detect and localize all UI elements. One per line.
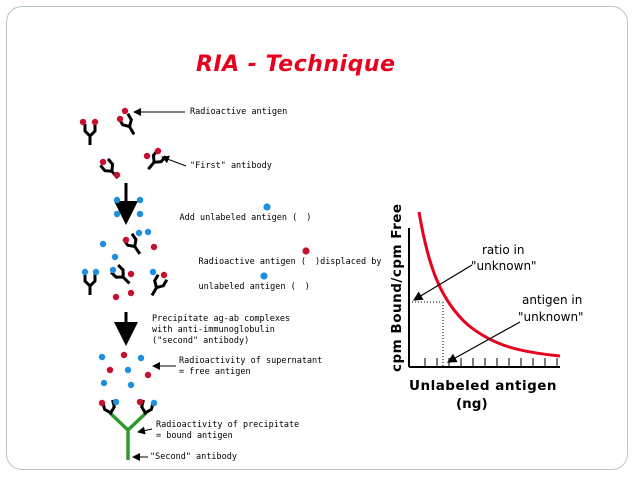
annotation-antigen-line2: "unknown" xyxy=(518,310,584,324)
unlabeled-antigen-legend-dot xyxy=(260,272,268,280)
slide-title: RIA - Technique xyxy=(196,52,396,77)
label-add-unlabeled-end: ) xyxy=(306,212,312,223)
annotation-pointer-antigen xyxy=(446,321,521,363)
radioactive-antigen-dot xyxy=(113,171,121,179)
radioactive-antigen-dot xyxy=(98,399,106,407)
radioactive-antigen-dot xyxy=(79,118,87,126)
label-displaced-2-text: unlabeled antigen ( xyxy=(198,281,296,292)
label-second-antibody: "Second" antibody xyxy=(150,452,237,462)
annotation-pointer-ratio xyxy=(412,264,473,301)
pointer-line xyxy=(161,155,187,167)
unlabeled-antigen-dot xyxy=(149,268,157,276)
annotation-ratio-line1: ratio in xyxy=(482,243,524,257)
radioactive-antigen-dot xyxy=(106,366,114,374)
label-radioactive-antigen: Radioactive antigen xyxy=(190,107,288,117)
graph-ylabel: cpm Bound/cpm Free xyxy=(389,203,405,372)
unlabeled-antigen-dot xyxy=(100,379,108,387)
antibody-icon xyxy=(150,273,169,297)
unlabeled-antigen-dot xyxy=(113,196,121,204)
radioactive-antigen-dot xyxy=(127,270,135,278)
unlabeled-antigen-dot xyxy=(144,228,152,236)
label-precipitate-2: with anti-immunoglobulin xyxy=(152,325,275,335)
x-axis-ticks xyxy=(424,358,558,367)
graph-xlabel-line1: Unlabeled antigen xyxy=(409,378,557,394)
label-precipitate-3: ("second" antibody) xyxy=(152,336,250,346)
unlabeled-antigen-dot xyxy=(150,399,158,407)
antibody-icon xyxy=(117,112,136,136)
unlabeled-antigen-dot xyxy=(109,266,117,274)
graph-xlabel-line2: (ng) xyxy=(456,396,488,412)
slide-frame xyxy=(6,6,628,470)
label-displaced-1-text: Radioactive antigen ( xyxy=(198,256,306,267)
antibody-icon xyxy=(83,274,97,295)
label-displaced-2: unlabeled antigen () xyxy=(178,271,310,303)
label-displaced-1-end: )displaced by xyxy=(314,256,382,267)
pointer-line xyxy=(137,426,153,435)
radioactive-antigen-dot xyxy=(116,115,124,123)
unlabeled-antigen-dot xyxy=(92,268,100,276)
label-precipitate-radio-2: = bound antigen xyxy=(156,431,233,441)
antibody-icon xyxy=(83,124,97,145)
radioactive-antigen-dot xyxy=(160,271,168,279)
unlabeled-antigen-dot xyxy=(98,353,106,361)
radioactive-antigen-dot xyxy=(154,147,162,155)
radioactive-antigen-dot xyxy=(150,243,158,251)
radioactive-antigen-dot xyxy=(121,107,129,115)
unlabeled-antigen-dot xyxy=(137,354,145,362)
radioactive-antigen-dot xyxy=(99,158,107,166)
label-displaced-1: Radioactive antigen ( )displaced by xyxy=(178,246,381,278)
radioactive-antigen-dot xyxy=(143,152,151,160)
unlabeled-antigen-dot xyxy=(136,196,144,204)
annotation-antigen-line1: antigen in xyxy=(522,293,582,307)
radioactive-antigen-dot xyxy=(127,289,135,297)
unlabeled-antigen-legend-dot xyxy=(263,203,271,211)
standard-curve xyxy=(417,211,561,358)
unlabeled-antigen-dot xyxy=(81,268,89,276)
unlabeled-antigen-dot xyxy=(111,253,119,261)
label-supernatant-1: Radioactivity of supernatant xyxy=(179,356,323,366)
label-displaced-2-end: ) xyxy=(304,281,310,292)
annotation-ratio-line2: "unknown" xyxy=(471,259,537,273)
unlabeled-antigen-dot xyxy=(113,210,121,218)
radioactive-antigen-dot xyxy=(144,371,152,379)
label-precipitate-radio-1: Radioactivity of precipitate xyxy=(156,420,300,430)
unlabeled-antigen-dot xyxy=(99,240,107,248)
radioactive-antigen-dot xyxy=(122,236,130,244)
antibody-icon xyxy=(140,399,155,415)
antibody-icon xyxy=(101,399,116,415)
label-first-antibody: "First" antibody xyxy=(190,161,272,171)
radioactive-antigen-dot xyxy=(136,398,144,406)
label-supernatant-2: = free antigen xyxy=(179,367,251,377)
label-precipitate-1: Precipitate ag-ab complexes xyxy=(152,314,291,324)
label-add-unlabeled-text: Add unlabeled antigen ( xyxy=(179,212,298,223)
label-add-unlabeled: Add unlabeled antigen () xyxy=(159,202,311,234)
antibody-icon xyxy=(110,264,131,285)
radioactive-antigen-dot xyxy=(112,293,120,301)
radioactive-antigen-dot xyxy=(120,351,128,359)
second-antibody-icon xyxy=(108,411,148,460)
radioactive-antigen-legend-dot xyxy=(302,247,310,255)
unlabeled-antigen-dot xyxy=(136,210,144,218)
radioactive-antigen-dot xyxy=(91,118,99,126)
unlabeled-antigen-dot xyxy=(127,381,135,389)
unlabeled-antigen-dot xyxy=(112,398,120,406)
unlabeled-antigen-dot xyxy=(124,366,132,374)
unlabeled-antigen-dot xyxy=(135,229,143,237)
antibody-icon xyxy=(122,232,142,255)
